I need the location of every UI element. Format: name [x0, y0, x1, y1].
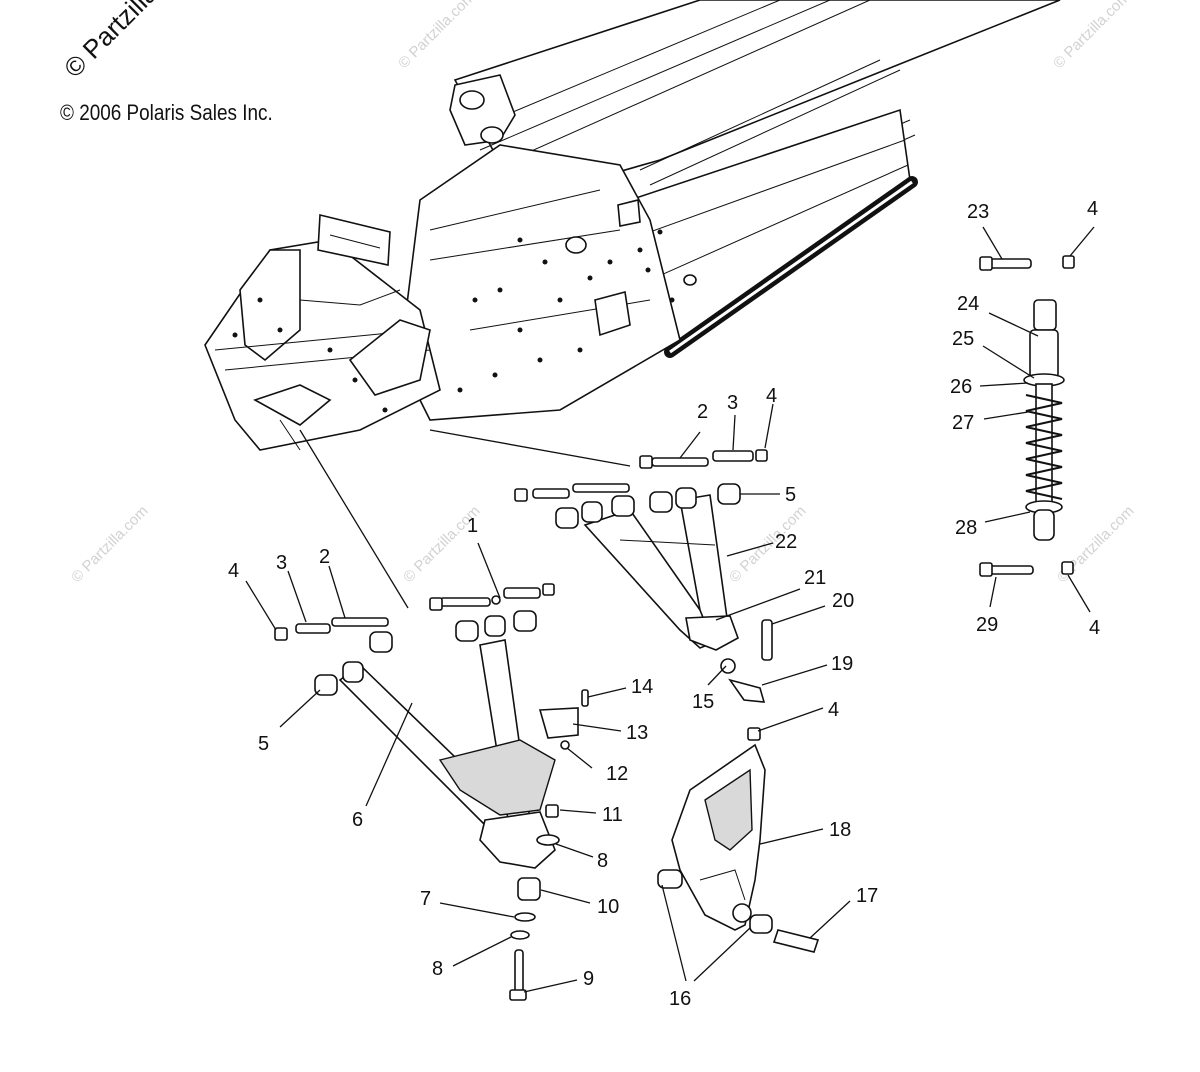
small-hardware — [509, 689, 761, 1001]
lower-a-arm — [274, 583, 556, 869]
shock-absorber — [979, 255, 1075, 577]
callout-7: 7 — [420, 888, 431, 910]
callout-4: 4 — [766, 385, 777, 407]
chassis-tunnel — [204, 0, 1061, 451]
callout-6: 6 — [352, 809, 363, 831]
callout-26: 26 — [950, 376, 972, 398]
callout-1: 1 — [467, 515, 478, 537]
callout-21: 21 — [804, 567, 826, 589]
callout-13: 13 — [626, 722, 648, 744]
upper-pivot-bolts — [514, 449, 773, 703]
upper-a-arm — [555, 483, 741, 651]
callout-23: 23 — [967, 201, 989, 223]
callout-14: 14 — [631, 676, 653, 698]
callout-labels: 1 2 3 4 5 22 21 20 19 15 4 3 2 5 6 14 13… — [228, 198, 1100, 1010]
leader-lines — [245, 226, 1095, 993]
callout-4: 4 — [1087, 198, 1098, 220]
callout-25: 25 — [952, 328, 974, 350]
callout-15: 15 — [692, 691, 714, 713]
callout-10: 10 — [597, 896, 619, 918]
callout-27: 27 — [952, 412, 974, 434]
callout-16: 16 — [669, 988, 691, 1010]
callout-12: 12 — [606, 763, 628, 785]
callout-9: 9 — [583, 968, 594, 990]
callout-24: 24 — [957, 293, 979, 315]
callout-4: 4 — [228, 560, 239, 582]
copyright-notice: © 2006 Polaris Sales Inc. — [60, 100, 273, 125]
callout-29: 29 — [976, 614, 998, 636]
callout-5: 5 — [785, 484, 796, 506]
callout-11: 11 — [602, 804, 623, 826]
callout-2: 2 — [697, 401, 708, 423]
callout-8: 8 — [597, 850, 608, 872]
callout-18: 18 — [829, 819, 851, 841]
callout-28: 28 — [955, 517, 977, 539]
spindle — [657, 743, 820, 953]
callout-22: 22 — [775, 531, 797, 553]
callout-17: 17 — [856, 885, 878, 907]
callout-8: 8 — [432, 958, 443, 980]
callout-19: 19 — [831, 653, 853, 675]
callout-4: 4 — [1089, 617, 1100, 639]
callout-20: 20 — [832, 590, 854, 612]
callout-2: 2 — [319, 546, 330, 568]
callout-4: 4 — [828, 699, 839, 721]
callout-3: 3 — [276, 552, 287, 574]
callout-5: 5 — [258, 733, 269, 755]
callout-3: 3 — [727, 392, 738, 414]
